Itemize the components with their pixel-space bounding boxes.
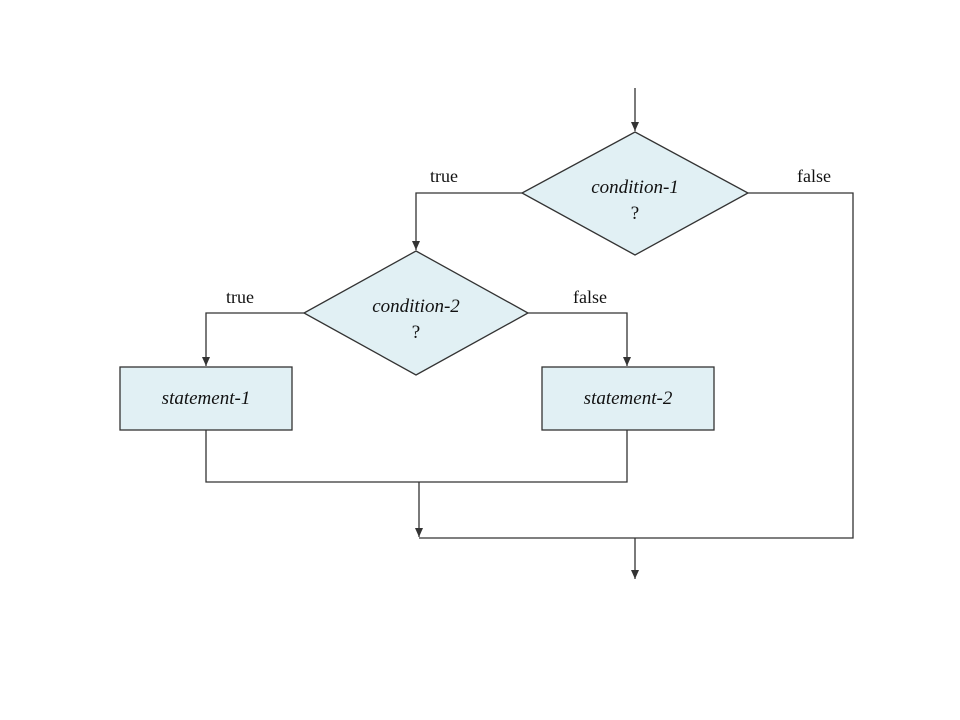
condition-1-true-path bbox=[412, 192, 522, 250]
condition-1-false-label: false bbox=[797, 166, 831, 186]
inner-merge-line bbox=[205, 430, 628, 483]
condition-1-false-path bbox=[419, 192, 854, 539]
statement-2-label: statement-2 bbox=[584, 388, 673, 409]
statement-1-node: statement-1 bbox=[119, 366, 293, 431]
condition-2-label: condition-2 bbox=[372, 296, 460, 317]
condition-2-true-path bbox=[202, 312, 304, 366]
condition-2-question-mark: ? bbox=[412, 322, 420, 343]
condition-1-question-mark: ? bbox=[631, 203, 639, 224]
condition-2-decision: condition-2 ? bbox=[302, 250, 530, 376]
condition-2-true-label: true bbox=[226, 287, 254, 307]
statement-1-box bbox=[119, 366, 293, 431]
condition-1-diamond bbox=[520, 131, 750, 256]
condition-1-label: condition-1 bbox=[591, 177, 679, 198]
condition-2-false-path bbox=[528, 312, 631, 366]
condition-1-decision: condition-1 ? bbox=[520, 131, 750, 256]
statement-1-label: statement-1 bbox=[162, 388, 251, 409]
statement-2-node: statement-2 bbox=[541, 366, 715, 431]
condition-2-false-label: false bbox=[573, 287, 607, 307]
statement-2-box bbox=[541, 366, 715, 431]
condition-1-true-label: true bbox=[430, 166, 458, 186]
condition-2-diamond bbox=[302, 250, 530, 376]
